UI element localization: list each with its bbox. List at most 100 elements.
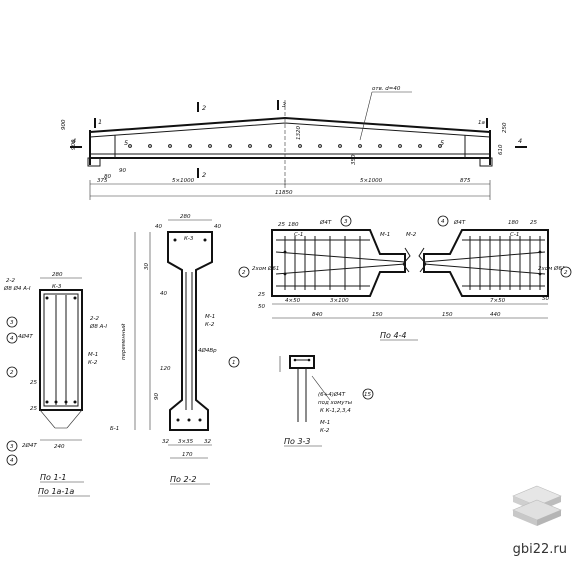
s22-note: 4Ø4Вр [198,347,217,354]
s44-dim-50r: 50 [542,296,549,302]
s11-dim-25b: 25 [30,406,37,412]
s44-dim-25b: 25 [258,292,265,298]
s11-k2: К-2 [88,360,98,366]
s44-dim-440: 440 [490,312,501,318]
s33-note3: К К-1,2,3,4 [320,408,351,414]
s44-marker-3: 3 [344,219,348,225]
dim-total-span: 11850 [275,190,293,196]
s22-dim-40b: 40 [214,224,221,230]
cut-1a: 1a [478,120,485,126]
s11-subtitle: По 1а-1а [38,487,74,496]
watermark-text: gbi22.ru [512,542,567,557]
s22-dim-32a: 32 [162,439,169,445]
s44-marker-2l: 2 [242,270,246,276]
s11-title: По 1-1 [40,473,67,482]
dim-half-right: 5×1000 [360,178,383,184]
s44-m2: М-2 [406,232,417,238]
s11-b1: Б-1 [110,426,119,432]
stirrups-left [275,236,406,290]
dim-90: 90 [119,168,126,174]
dim-half-left: 5×1000 [172,178,195,184]
dim-ridge: 1320 [296,126,302,140]
s11-bar-top: 2-2 [6,278,15,284]
s22-dim-170: 170 [182,452,193,458]
cut-4-left: 4 [72,137,76,145]
s22-m1: М-1 [205,314,215,320]
stirrups-right [423,236,546,290]
hole-note: отв. d=40 [372,86,401,92]
dim-end-right: 875 [460,178,471,184]
s44-dim-3x100: 3×100 [330,298,349,304]
s22-dim-v30: 30 [144,263,150,270]
dim-350: 350 [351,154,357,165]
beam-elevation: 2 2 3 1 1a 4 4 5 5 отв. d=40 5×1000 5×10… [61,86,527,200]
s33-note2: под хомуты [318,400,353,406]
s44-m1: М-1 [380,232,390,238]
s44-dim-50l: 50 [258,304,265,310]
cut-2-top: 2 [202,104,206,112]
section-1-1: 280 240 К-3 2-2 Ø8 Ø4 А-I 2-2 Ø8 А-I 4Ø4… [3,272,119,497]
s11-bar-mid: 2-2 [90,316,99,322]
s44-dim-7x50: 7×50 [490,298,506,304]
s33-title: По 3-3 [284,437,311,446]
s44-dim-25r: 25 [530,220,537,226]
cut-1: 1 [98,118,102,126]
s22-height-label: переменный [121,323,127,360]
s44-dim-150r: 150 [442,312,453,318]
dim-end-left: 375 [97,178,108,184]
stacked-slabs-logo-icon [512,485,562,526]
cut-4-right: 4 [518,137,522,145]
s44-marker-4: 4 [441,219,445,225]
cut-5-left: 5 [124,139,128,147]
s11-dim-25: 25 [30,380,37,386]
s11-bar-bottom: 2Ø4Т [22,442,37,449]
s44-s1-left: С-1 [294,232,303,238]
s44-bar-right: Ø4Т [453,219,466,226]
s11-bar-mid-note: Ø8 А-I [89,323,107,330]
cut-5-right: 5 [440,139,444,147]
watermark: gbi22.ru [497,478,567,557]
s44-anchor-left: 2хом Ø61 [252,265,279,272]
holes-row [128,144,442,148]
s44-dim-840: 840 [312,312,323,318]
dim-right-top: 250 [502,122,508,133]
s22-k2: К-2 [205,322,215,328]
cut-3: 3 [282,101,286,109]
s11-marker-3b: 3 [10,444,14,450]
s44-bar-left: Ø4Т [319,219,332,226]
s33-note: (6+4)Ø4Т [318,391,346,398]
s22-marker-1: 1 [232,360,236,366]
s11-marker-3: 3 [10,320,14,326]
s33-m1: М-1 [320,420,330,426]
s22-dim-32b: 32 [204,439,211,445]
s22-dim-280: 280 [180,214,191,220]
s22-title: По 2-2 [170,475,197,484]
s44-dim-4x50: 4×50 [285,298,301,304]
s11-marker-4b: 4 [10,458,14,464]
dim-right-mid: 610 [498,144,504,155]
cut-2-bottom: 2 [202,171,206,179]
s11-dim-240: 240 [54,444,65,450]
s11-m1: М-1 [88,352,98,358]
section-3-3: (6+4)Ø4Т 15 под хомуты К К-1,2,3,4 М-1 К… [279,355,374,447]
section-4-4: 180 25 Ø4Т 3 С-1 М-1 М-2 Ø4Т 4 180 25 С-… [238,215,572,341]
s33-marker-15: 15 [364,392,371,398]
s11-k3: К-3 [52,284,62,290]
s22-k3: К-3 [184,236,194,242]
s11-marker-2: 2 [10,370,14,376]
s44-anchor-right: 2хом Ø61 [538,265,565,272]
s11-dim-280: 280 [52,272,63,278]
s11-bar-main: 4Ø4Т [18,333,33,340]
s22-dim-v120: 120 [160,366,171,372]
s44-dim-180: 180 [288,222,299,228]
s22-dim-40a: 40 [155,224,162,230]
s11-bar-top-note: Ø8 Ø4 А-I [3,285,31,292]
s44-dim-25: 25 [278,222,285,228]
dim-left-top: 900 [61,119,67,130]
s44-marker-2r: 2 [564,270,568,276]
s11-marker-4: 4 [10,336,14,342]
s33-k2: К-2 [320,428,330,434]
dim-left-mid: 900 [71,139,77,150]
section-2-2: 280 40 40 К-3 М-1 К-2 4Ø4Вр 1 переменный… [121,214,240,485]
